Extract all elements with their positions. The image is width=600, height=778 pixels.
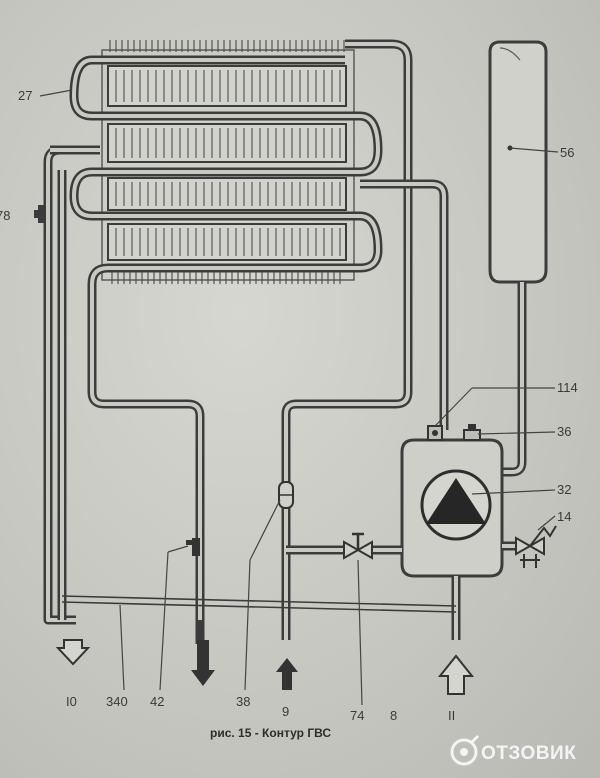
fin-comb-bottom bbox=[111, 272, 341, 284]
flow-sensor-38 bbox=[278, 481, 294, 509]
pump-unit bbox=[400, 424, 504, 640]
label-42: 42 bbox=[150, 694, 164, 709]
label-27: 27 bbox=[18, 88, 32, 103]
label-9: 9 bbox=[282, 704, 289, 719]
pressure-sensor-36 bbox=[463, 424, 481, 441]
fin-slats bbox=[115, 70, 341, 256]
label-74: 74 bbox=[350, 708, 364, 723]
leader-lines bbox=[39, 89, 559, 706]
label-38: 38 bbox=[236, 694, 250, 709]
label-114: 114 bbox=[557, 380, 578, 395]
label-32: 32 bbox=[557, 482, 571, 497]
dhw-outlet-pipe bbox=[43, 145, 100, 625]
label-10: I0 bbox=[66, 694, 77, 709]
serpentine-coil bbox=[69, 39, 413, 640]
drain-tap-42 bbox=[186, 538, 200, 556]
label-340: 340 bbox=[106, 694, 128, 709]
temperature-probe-78 bbox=[34, 205, 46, 223]
valve-74 bbox=[343, 532, 373, 560]
otzovik-logo-icon bbox=[450, 734, 480, 766]
figure-caption: рис. 15 - Контур ГВС bbox=[210, 726, 331, 740]
label-14: 14 bbox=[557, 509, 571, 524]
watermark: ОТЗОВИК bbox=[450, 734, 576, 766]
label-36: 36 bbox=[557, 424, 571, 439]
arrow-10-icon bbox=[55, 639, 91, 666]
arrow-11-icon bbox=[437, 654, 475, 695]
heat-exchanger bbox=[101, 40, 355, 284]
fin-comb-top bbox=[109, 40, 345, 52]
expansion-vessel bbox=[488, 40, 548, 477]
arrow-42-icon bbox=[191, 640, 215, 686]
label-11: II bbox=[448, 708, 455, 723]
arrow-9-icon bbox=[276, 658, 298, 690]
watermark-text: ОТЗОВИК bbox=[481, 743, 576, 764]
label-56: 56 bbox=[560, 145, 574, 160]
air-vent-114 bbox=[427, 425, 443, 441]
label-78: 78 bbox=[0, 208, 10, 223]
exchanger-body bbox=[101, 49, 355, 281]
safety-valve-14 bbox=[502, 525, 557, 568]
bar-340 bbox=[61, 595, 457, 613]
fin-panels bbox=[107, 65, 347, 261]
label-8: 8 bbox=[390, 708, 397, 723]
pump-supply-pipe bbox=[360, 179, 449, 430]
bypass-line bbox=[286, 532, 402, 560]
